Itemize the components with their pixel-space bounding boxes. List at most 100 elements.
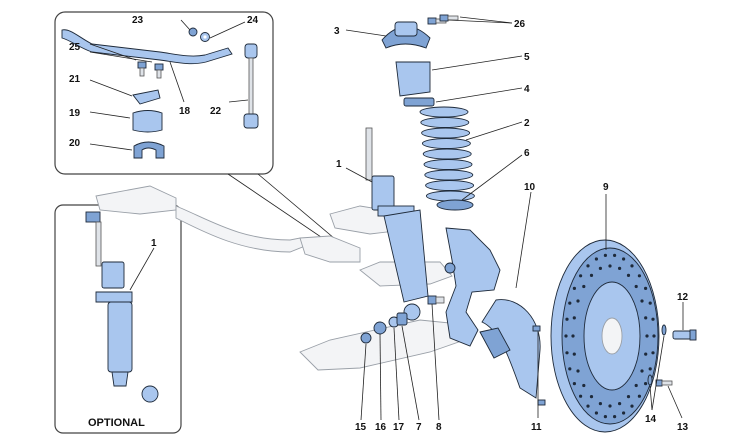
disc-hole: [644, 352, 648, 356]
spring-clips-14: [647, 324, 667, 386]
callout-26: 26: [514, 19, 526, 30]
callout-labels: 23 24 25 21 19 20 18 22 3 26 5 4 2 6 1 1…: [69, 15, 689, 433]
disc-hole: [651, 317, 655, 321]
disc-hole: [594, 411, 599, 415]
callout-6: 6: [524, 148, 530, 159]
coil-turn: [419, 106, 469, 118]
callout-7: 7: [416, 422, 422, 433]
disc-hole: [645, 334, 649, 338]
coil-turn: [420, 117, 470, 128]
callout-9: 9: [603, 182, 609, 193]
callout-16: 16: [375, 422, 387, 433]
coil-turn: [422, 148, 472, 160]
disc-hole: [564, 334, 568, 338]
disc-hole: [644, 382, 648, 386]
callout-18: 18: [179, 106, 191, 117]
callout-12: 12: [677, 292, 689, 303]
dust-shield-10: [479, 299, 541, 399]
callout-10: 10: [524, 182, 536, 193]
callout-22: 22: [210, 106, 222, 117]
disc-hole: [571, 334, 575, 338]
optional-label: OPTIONAL: [88, 417, 145, 429]
disc-hole: [630, 404, 634, 408]
disc-hole: [579, 394, 583, 398]
bushings-15-16-17-7: [360, 312, 408, 344]
steering-knuckle: [444, 227, 501, 347]
disc-hole: [598, 266, 603, 270]
callout-19: 19: [69, 108, 81, 119]
callout-25: 25: [69, 42, 81, 53]
disc-hole: [630, 264, 634, 268]
disc-hole: [572, 382, 577, 386]
disc-hole: [579, 274, 583, 278]
callout-5: 5: [524, 52, 530, 63]
disc-hole: [637, 394, 642, 398]
callout-8: 8: [436, 422, 442, 433]
disc-hole: [626, 273, 631, 277]
callout-13: 13: [677, 422, 689, 433]
disc-hole: [589, 273, 594, 277]
callout-2: 2: [524, 118, 530, 129]
top-mount-3: [381, 21, 431, 49]
disc-hole: [640, 369, 644, 373]
disc-hole: [586, 264, 590, 268]
stabilizer-bar: [61, 29, 233, 65]
disc-hole: [637, 274, 642, 278]
disc-hole: [608, 404, 612, 408]
disc-hole: [622, 257, 626, 261]
disc-hole: [598, 402, 603, 406]
disc-hole: [613, 415, 617, 419]
disc-hole: [644, 286, 648, 290]
leader-lines: [89, 16, 684, 421]
callout-14: 14: [645, 414, 657, 425]
disc-hole: [640, 299, 644, 303]
disc-hole: [652, 334, 656, 338]
coil-turn: [424, 169, 474, 181]
bracket-21: [132, 89, 161, 105]
disc-hole: [568, 367, 572, 371]
bolts-26: [427, 14, 459, 25]
bushing-19: [132, 110, 163, 133]
disc-hole: [565, 351, 569, 355]
disc-hole: [618, 402, 622, 406]
disc-hole: [634, 284, 638, 289]
disc-hole: [576, 299, 580, 303]
disc-hole: [648, 367, 652, 371]
disc-hole: [568, 301, 572, 305]
disc-hole: [613, 253, 617, 257]
disc-hole: [622, 411, 626, 415]
disc-hole: [651, 351, 655, 355]
disc-hole: [618, 266, 622, 270]
callout-optional-1: 1: [151, 238, 157, 249]
disc-hole: [572, 286, 577, 290]
stabilizer-link-rod: [243, 43, 259, 129]
callout-11: 11: [531, 422, 542, 433]
callout-17: 17: [393, 422, 405, 433]
callout-15: 15: [355, 422, 367, 433]
callout-23: 23: [132, 15, 144, 26]
disc-hole: [626, 395, 631, 399]
disc-hole: [648, 301, 652, 305]
brake-disc-9: [550, 239, 660, 433]
screw-13: [655, 379, 673, 387]
bump-stop-5: [395, 61, 431, 97]
disc-hole: [634, 383, 638, 388]
nut-23: [188, 27, 198, 37]
clamp-20: [133, 141, 165, 159]
bolt-8: [427, 295, 445, 305]
callout-4: 4: [524, 84, 530, 95]
washer-24: [200, 32, 210, 42]
disc-hole: [603, 415, 608, 419]
coil-spring-2: [419, 106, 475, 202]
disc-hole: [582, 284, 586, 289]
coil-turn: [421, 127, 471, 139]
disc-hole: [586, 404, 590, 408]
lower-control-arm-ghost: [299, 261, 471, 371]
disc-hole: [582, 383, 586, 388]
callout-24: 24: [247, 15, 259, 26]
callout-1: 1: [336, 159, 342, 170]
disc-hole: [644, 316, 648, 320]
callout-3: 3: [334, 26, 340, 37]
